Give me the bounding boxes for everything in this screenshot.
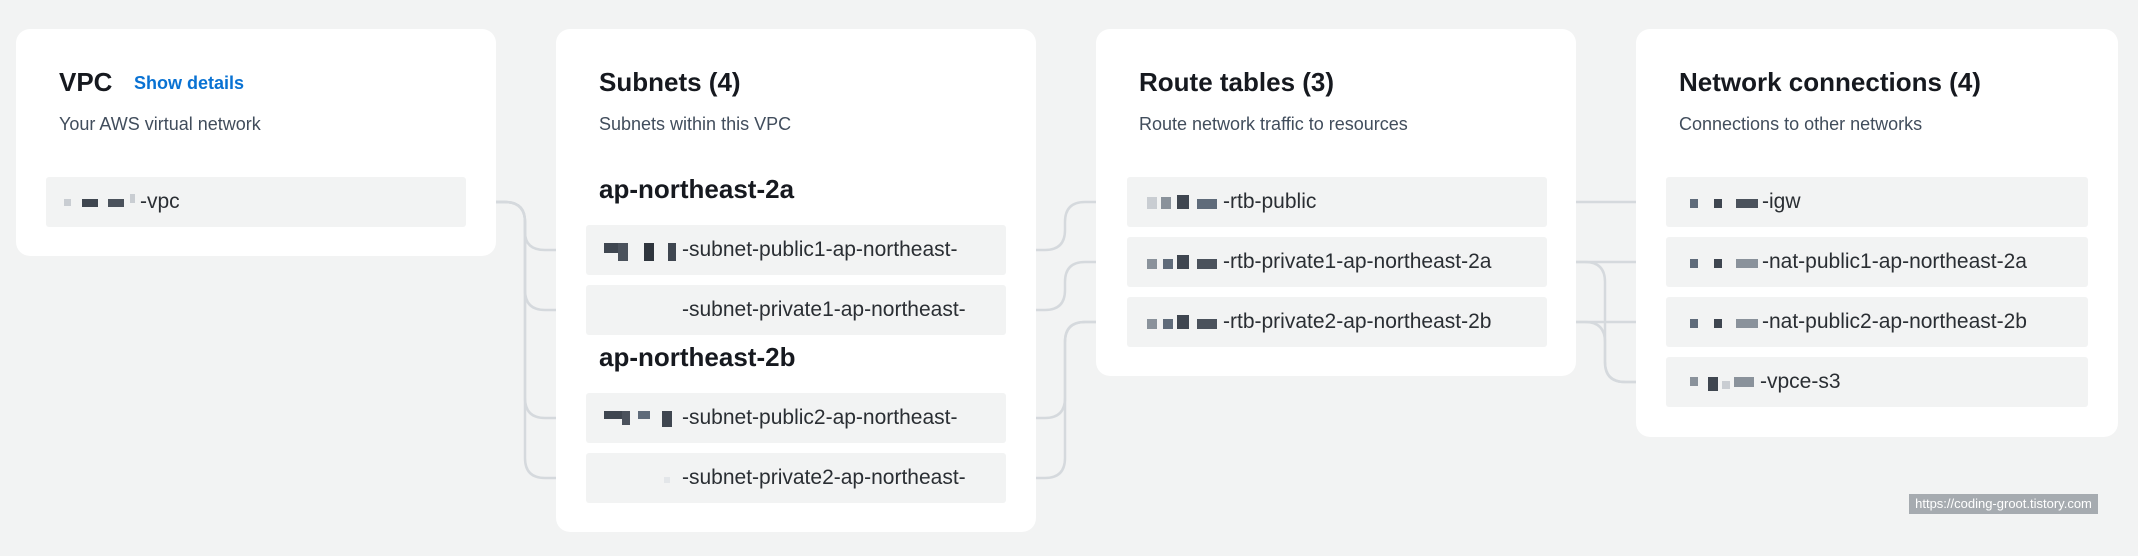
route-table-item[interactable]: -rtb-private2-ap-northeast-2b <box>1127 297 1547 347</box>
az-group-title: ap-northeast-2b <box>599 342 796 372</box>
subnet-item[interactable]: -subnet-public1-ap-northeast- <box>586 225 1006 275</box>
connection-item[interactable]: -vpce-s3 <box>1666 357 2088 407</box>
redacted-name <box>604 299 682 321</box>
subnet-item-label: -subnet-public2-ap-northeast- <box>682 406 958 429</box>
network-connections-title: Network connections (4) <box>1679 67 1981 97</box>
connection-item-label: -igw <box>1762 190 1801 213</box>
connection-item[interactable]: -nat-public1-ap-northeast-2a <box>1666 237 2088 287</box>
redacted-name <box>604 467 682 489</box>
network-connections-subtitle: Connections to other networks <box>1679 114 1923 134</box>
route-tables-subtitle: Route network traffic to resources <box>1139 114 1408 134</box>
subnets-subtitle: Subnets within this VPC <box>599 114 792 134</box>
subnet-item-label: -subnet-private1-ap-northeast- <box>682 298 966 321</box>
redacted-name <box>604 239 682 261</box>
az-group-title: ap-northeast-2a <box>599 174 795 204</box>
route-table-item-label: -rtb-private2-ap-northeast-2b <box>1223 310 1492 333</box>
redacted-name <box>604 407 682 429</box>
subnet-item[interactable]: -subnet-private1-ap-northeast- <box>586 285 1006 335</box>
vpc-item[interactable]: -vpc <box>46 177 466 227</box>
redacted-name <box>1147 191 1223 213</box>
route-tables-title: Route tables (3) <box>1139 67 1335 97</box>
vpc-item-label: -vpc <box>140 190 180 213</box>
connection-item-label: -nat-public1-ap-northeast-2a <box>1762 250 2027 273</box>
subnet-item-label: -subnet-public1-ap-northeast- <box>682 238 958 261</box>
vpc-subtitle: Your AWS virtual network <box>59 114 261 134</box>
route-table-item[interactable]: -rtb-private1-ap-northeast-2a <box>1127 237 1547 287</box>
subnet-item[interactable]: -subnet-private2-ap-northeast- <box>586 453 1006 503</box>
network-connections-card: Network connections (4) Connections to o… <box>1636 29 2118 437</box>
redacted-name <box>1690 191 1762 213</box>
vpc-title: VPC <box>59 67 113 97</box>
subnet-item[interactable]: -subnet-public2-ap-northeast- <box>586 393 1006 443</box>
connection-item[interactable]: -nat-public2-ap-northeast-2b <box>1666 297 2088 347</box>
route-table-item-label: -rtb-private1-ap-northeast-2a <box>1223 250 1492 273</box>
connection-item-label: -vpce-s3 <box>1760 370 1841 393</box>
route-table-item-label: -rtb-public <box>1223 190 1317 213</box>
show-details-link[interactable]: Show details <box>134 73 245 93</box>
connection-item[interactable]: -igw <box>1666 177 2088 227</box>
redacted-name <box>1690 371 1760 393</box>
subnets-card: Subnets (4) Subnets within this VPC ap-n… <box>556 29 1036 532</box>
redacted-name <box>1690 251 1762 273</box>
redacted-name <box>1147 251 1223 273</box>
redacted-name <box>1690 311 1762 333</box>
route-table-item[interactable]: -rtb-public <box>1127 177 1547 227</box>
subnets-title: Subnets (4) <box>599 67 741 97</box>
connection-item-label: -nat-public2-ap-northeast-2b <box>1762 310 2027 333</box>
route-tables-card: Route tables (3) Route network traffic t… <box>1096 29 1576 376</box>
vpc-card: VPC Show details Your AWS virtual networ… <box>16 29 496 256</box>
redacted-name <box>1147 311 1223 333</box>
redacted-name <box>64 191 140 213</box>
subnet-item-label: -subnet-private2-ap-northeast- <box>682 466 966 489</box>
watermark: https://coding-groot.tistory.com <box>1909 494 2098 514</box>
